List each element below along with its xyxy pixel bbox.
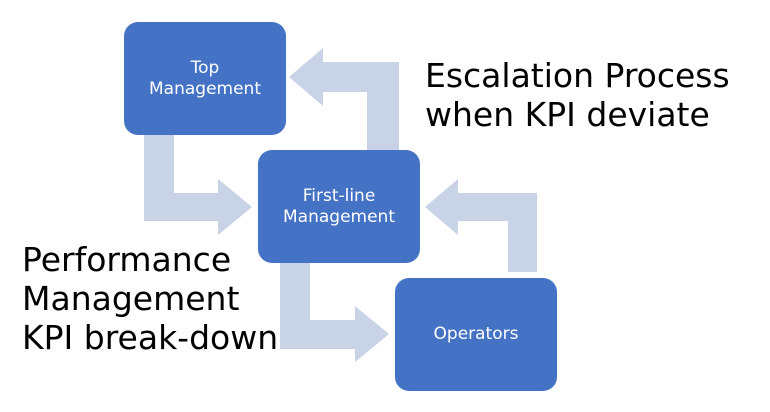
performance-caption-line-3: KPI break-down (22, 318, 279, 357)
first-line-management-box: First-line Management (258, 150, 420, 263)
escalation-caption-line-2: when KPI deviate (425, 95, 710, 134)
arrow-top-to-first-line (144, 135, 252, 235)
top-management-label-line-1: Top (190, 57, 220, 78)
top-management-box: Top Management (124, 22, 286, 135)
top-management-label-line-2: Management (149, 78, 261, 99)
performance-caption-line-1: Performance (22, 240, 232, 279)
operators-box: Operators (395, 278, 557, 391)
first-line-management-label-line-1: First-line (302, 185, 376, 206)
performance-caption-line-2: Management (22, 279, 240, 318)
arrow-first-line-to-operators (280, 263, 389, 362)
operators-label: Operators (433, 324, 519, 344)
escalation-caption-line-1: Escalation Process (425, 56, 730, 95)
first-line-management-label-line-2: Management (283, 206, 395, 227)
escalation-caption: Escalation Process when KPI deviate (425, 56, 730, 134)
arrow-operators-to-first-line (425, 179, 537, 272)
arrow-first-line-to-top (289, 48, 399, 150)
performance-caption: Performance Management KPI break-down (22, 240, 278, 357)
